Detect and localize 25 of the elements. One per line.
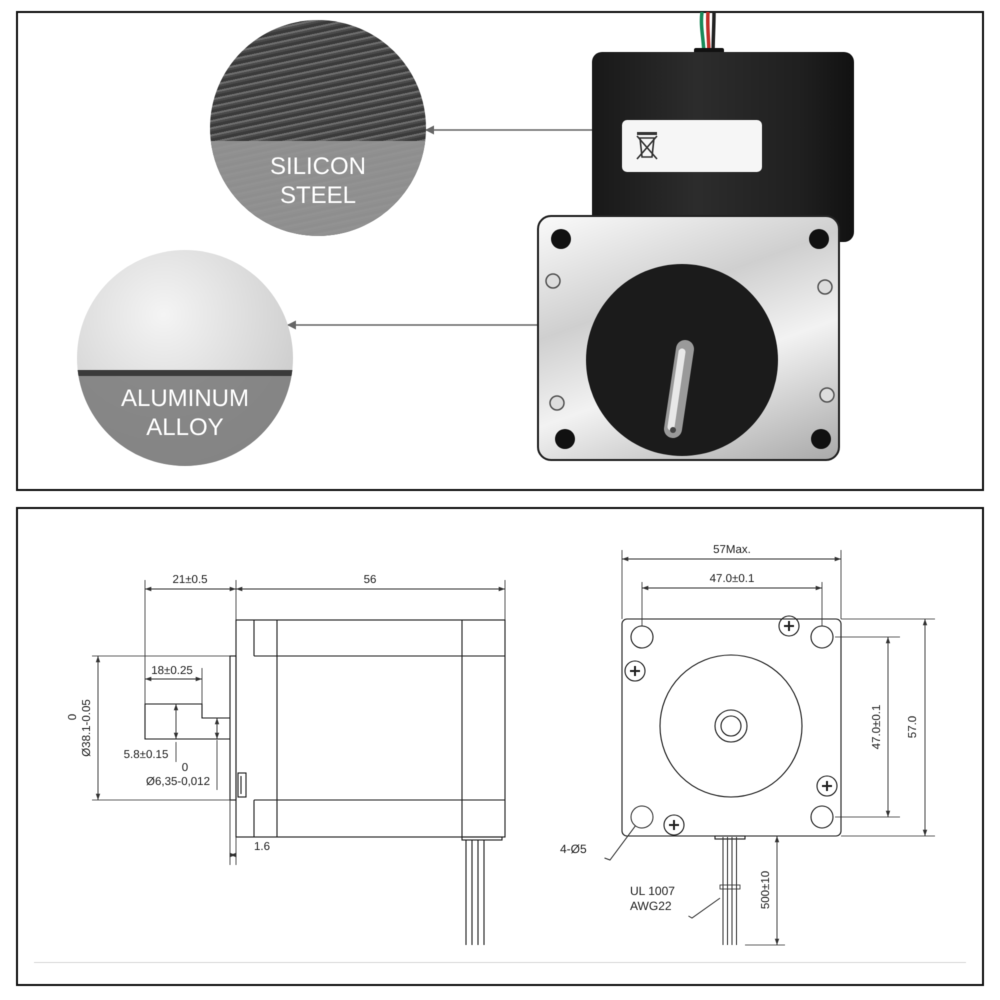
dimension-text: 47.0±0.1 — [871, 704, 883, 750]
dimension-text: 18±0.25 — [151, 665, 193, 677]
arrow — [286, 320, 537, 330]
lead-wire-bundle — [720, 836, 740, 946]
leader-line — [604, 825, 636, 861]
dimension-text: 56 — [364, 574, 376, 586]
dimension-text: 21±0.5 — [172, 574, 208, 586]
front-flange — [537, 215, 840, 461]
dimension-text: 57.0 — [907, 716, 919, 738]
dimension-text: Ø38.1-0.05 — [81, 699, 93, 757]
dimension-text: 1.6 — [254, 841, 270, 853]
dimension-text: 47.0±0.1 — [710, 573, 754, 585]
callout-text: 4-Ø5 — [560, 842, 605, 857]
material-label: SILICON STEEL — [268, 152, 368, 210]
material-label: ALUMINUM ALLOY — [120, 385, 250, 443]
dimension-text: Ø6,35-0,012 — [146, 776, 210, 788]
dimension-text: 500±10 — [760, 870, 772, 910]
mounting-hole — [630, 806, 654, 828]
dimension-text: 0 — [182, 762, 188, 774]
dimension-text: 57Max. — [713, 544, 751, 556]
callout-text: UL 1007 AWG22 — [630, 884, 690, 914]
dimension-text: 0 — [67, 714, 79, 720]
dimension-text: 5.8±0.15 — [124, 749, 168, 761]
arrow — [425, 126, 592, 134]
leader-line — [688, 898, 720, 919]
